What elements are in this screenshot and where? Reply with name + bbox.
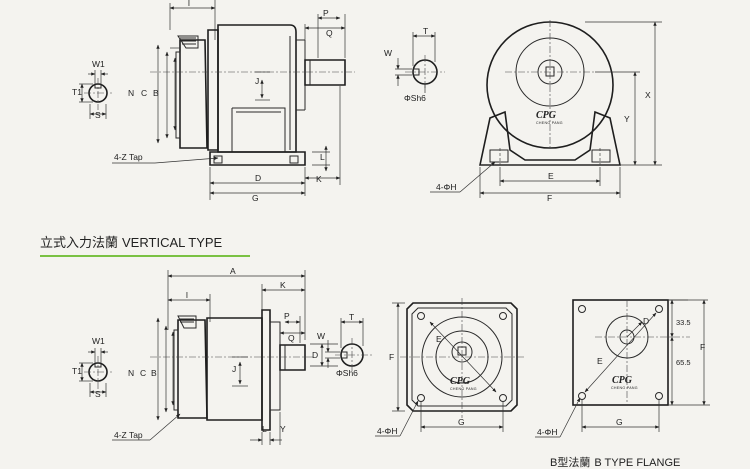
top-side-view: l J P Q [112,0,355,203]
top-label-t: T [423,26,428,36]
bottom-label-g: G [458,417,465,427]
top-label-e: E [548,171,554,181]
bottom-logo-brand: CPG [450,376,471,387]
svg-text:CHENG PANG: CHENG PANG [611,386,638,390]
bottom-label-k: K [280,280,286,290]
top-label-hole: 4-ΦH [436,182,456,192]
bottom-label-n: N [128,368,134,378]
bottom-label-q: Q [288,333,295,343]
bottom-shaft-detail: T W D ΦSh6 [310,312,372,378]
bottom-label-c: C [140,368,146,378]
top-input-bore-detail: W1 T1 S [72,59,112,120]
b-label-g: G [616,417,623,427]
heading-chinese: 立式入力法蘭 [40,235,118,250]
top-label-d: D [255,173,261,183]
bottom-square-flange: CPG CHENG PANG E F G 4-ΦH [375,298,524,437]
top-label-c: C [141,88,147,98]
b-caption-english: B TYPE FLANGE [594,457,680,469]
top-label-tap: 4-Z Tap [114,152,143,162]
bottom-label-w1: W1 [92,336,105,346]
top-logo-subtitle: CHENG PANG [536,121,563,125]
bottom-label-b: B [151,368,157,378]
top-label-s: S [95,110,101,120]
top-label-x: X [645,90,651,100]
top-label-j: J [255,76,259,86]
top-label-y: Y [624,114,630,124]
bottom-label-hole: 4-ΦH [377,426,397,436]
top-logo-brand: CPG [536,110,557,121]
bottom-label-a: A [230,266,236,276]
b-caption-chinese: B型法蘭 [550,455,590,469]
heading-english: VERTICAL TYPE [122,235,223,250]
bottom-label-e: E [436,334,442,344]
bottom-label-p: P [284,311,290,321]
b-label-hole: 4-ΦH [537,427,557,437]
top-shaft-detail: T W ΦSh6 [384,26,445,103]
bottom-label-t: T [349,312,354,322]
b-label-f: F [700,342,705,352]
top-label-n: N [128,88,134,98]
bottom-label-shaft: ΦSh6 [336,368,358,378]
bottom-label-w: W [317,331,325,341]
bottom-label-tap: 4-Z Tap [114,430,143,440]
bottom-label-y: Y [280,424,286,434]
bottom-label-s: S [95,389,101,399]
top-label-w: W [384,48,392,58]
section-heading: 立式入力法蘭 VERTICAL TYPE [40,235,250,257]
bottom-label-d: D [312,350,318,360]
b-type-flange: D E F CPG CHENG PANG F 33.5 65.5 G 4-ΦH … [535,299,710,469]
bottom-label-j: J [232,364,236,374]
bottom-label-l: l [186,290,188,300]
top-label-shaft: ΦSh6 [404,93,426,103]
top-label-p: P [323,8,329,18]
b-label-v2: 65.5 [676,358,691,367]
b-label-e: E [597,356,603,366]
top-label-w1: W1 [92,59,105,69]
svg-text:CPG: CPG [612,375,633,386]
b-label-v1: 33.5 [676,318,691,327]
top-label-q: Q [326,28,333,38]
top-label-b: B [153,88,159,98]
bottom-input-bore-detail: W1 T1 S [72,336,112,399]
top-label-k: K [316,174,322,184]
bottom-side-view: A K l J P Q N C B [112,266,315,445]
top-front-view: CPG CHENG PANG X Y E F 4-ΦH [430,20,662,203]
bottom-label-l-upper: L [262,424,267,434]
top-label-g: G [252,193,259,203]
top-label-l: l [188,0,190,8]
top-label-f: F [547,193,552,203]
top-label-l-upper: L [320,152,325,162]
bottom-label-f: F [389,352,394,362]
bottom-logo-subtitle: CHENG PANG [450,387,477,391]
bottom-label-t1: T1 [72,366,82,376]
top-label-t1: T1 [72,87,82,97]
